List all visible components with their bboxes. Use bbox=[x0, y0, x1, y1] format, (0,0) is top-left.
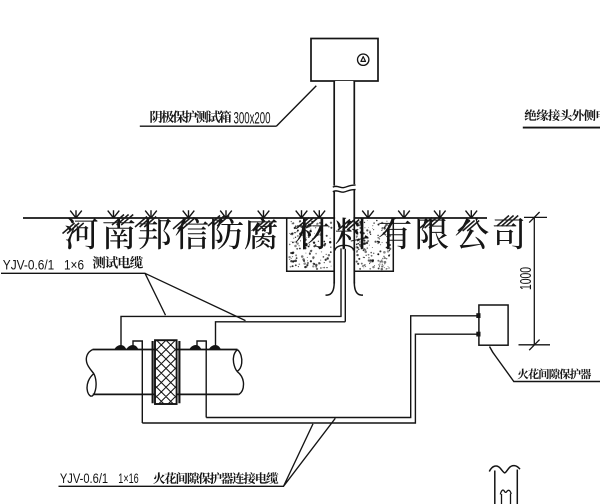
svg-text:300x200: 300x200 bbox=[234, 109, 271, 128]
svg-text:1×16: 1×16 bbox=[118, 471, 139, 486]
svg-text:1000: 1000 bbox=[518, 267, 535, 290]
svg-text:YJV-0.6/1: YJV-0.6/1 bbox=[60, 471, 108, 486]
svg-text:1×6: 1×6 bbox=[64, 257, 84, 272]
svg-text:YJV-0.6/1: YJV-0.6/1 bbox=[3, 257, 55, 272]
